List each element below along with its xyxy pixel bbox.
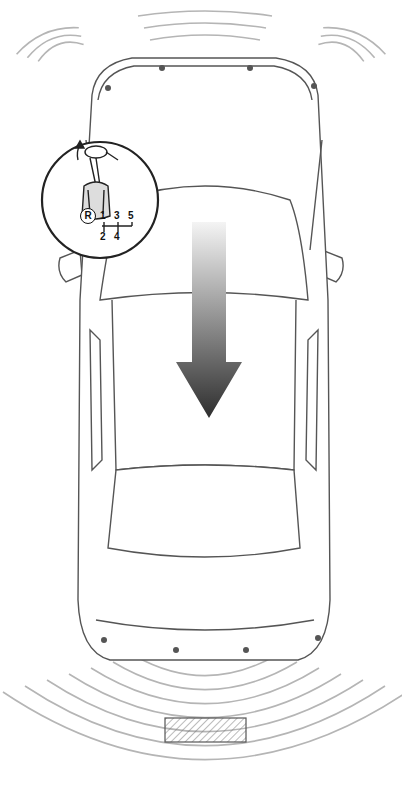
- gear-number: 4: [114, 232, 120, 242]
- gear-number: 3: [114, 211, 120, 221]
- gear-letter: R: [84, 211, 91, 221]
- gear-circle: R: [80, 208, 96, 224]
- gear-number: 2: [100, 232, 106, 242]
- gear-number: 5: [128, 211, 134, 221]
- gear-number: 1: [100, 211, 106, 221]
